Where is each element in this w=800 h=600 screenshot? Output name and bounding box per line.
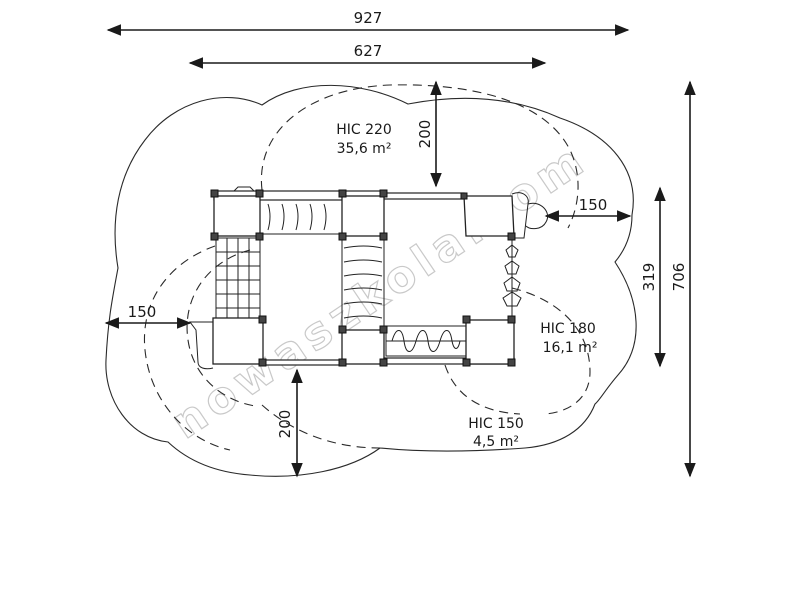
dashed-impact-zone-bottom [444,364,521,415]
posts [210,189,516,367]
dashed-impact-zone-bottom-left [261,404,381,449]
dim-total-depth-label: 706 [670,263,688,292]
bottom-left-deck [212,317,264,365]
dim-bottom-margin-label: 200 [276,410,294,439]
dim-structure-depth-label: 319 [640,263,658,292]
dashed-impact-zone-top [260,84,579,229]
bottom-right-deck [465,319,515,365]
climbing-net [215,237,261,321]
top-right-deck [463,195,515,237]
dim-total-width-label: 927 [354,9,383,27]
bottom-left-beam [261,359,345,366]
top-left-roof-marker [233,186,255,192]
top-left-deck [213,195,261,237]
horizontal-ladder [259,199,343,235]
chain-steps [502,240,522,320]
dashed-impact-zone-left-inner [186,249,256,407]
hic150-label: HIC 150 [468,416,524,432]
bottom-middle-deck [341,329,385,365]
spiral-bridge [385,325,467,357]
hic220-label: HIC 220 [336,122,392,138]
dim-left-margin-label: 150 [128,303,157,321]
hic150-area: 4,5 m² [473,434,519,450]
dashed-impact-zone-right [511,287,591,415]
right-slide-exit [525,202,548,230]
dim-right-margin-label: 150 [579,196,608,214]
hic220-area: 35,6 m² [337,141,392,157]
hic180-label: HIC 180 [540,321,596,337]
dashed-impact-zone-left [143,245,231,451]
play-structure [189,186,548,370]
dim-top-margin-label: 200 [416,120,434,149]
dim-structure-width-label: 627 [354,42,383,60]
left-slide [189,321,214,370]
top-right-beam [383,192,465,200]
watermark-text: nowaszkola.com [163,133,597,449]
safety-zone-outline [105,84,637,477]
top-middle-deck [341,195,385,237]
hic180-area: 16,1 m² [543,340,598,356]
